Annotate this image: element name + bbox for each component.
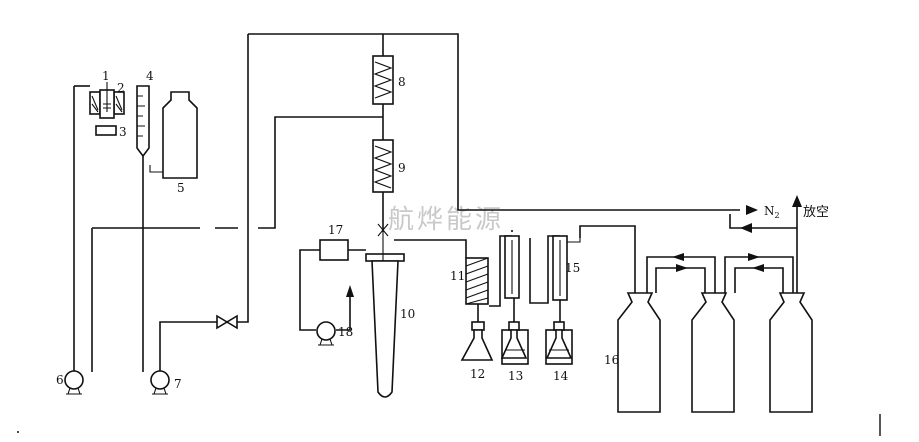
- label-14: 14: [553, 369, 569, 383]
- label-1: 1: [102, 69, 110, 83]
- label-5: 5: [177, 181, 185, 195]
- condenser-9: [372, 139, 394, 193]
- label-2: 2: [117, 81, 125, 95]
- label-9: 9: [398, 161, 406, 175]
- bottle-16c: [769, 292, 813, 413]
- pump-18: [316, 321, 336, 346]
- arrow-pump18-icon: [346, 285, 354, 297]
- label-17: 17: [328, 223, 343, 237]
- label-4: 4: [146, 69, 154, 83]
- stir-plate: [95, 125, 117, 136]
- condenser-8: [372, 55, 394, 105]
- speck-dot: [17, 431, 19, 433]
- flask-12: [460, 321, 494, 361]
- label-16: 16: [604, 353, 619, 367]
- unit-17: [319, 239, 349, 261]
- packed-tube-11: [465, 257, 489, 305]
- burette: [136, 85, 150, 158]
- arrow-return-icon: [740, 223, 752, 233]
- flask-bath-14: [545, 321, 573, 365]
- arrow-n2-icon: [746, 205, 758, 215]
- flask-bath-13: [500, 321, 529, 365]
- bottle-16a: [617, 292, 661, 413]
- valve-icon: [216, 314, 238, 330]
- label-7: 7: [174, 377, 182, 391]
- label-12: 12: [470, 367, 485, 381]
- bottle-16b: [691, 292, 735, 413]
- arrow-bottle-icon: [752, 264, 764, 272]
- vent-label: 放空: [803, 205, 829, 220]
- label-13: 13: [508, 369, 523, 383]
- nitrogen-label: N2: [764, 204, 780, 220]
- pipelines: [73, 33, 798, 372]
- column-tube: [365, 223, 405, 398]
- label-3: 3: [119, 125, 127, 139]
- reservoir-bottle: [149, 91, 198, 179]
- stirred-vessel: [89, 82, 125, 136]
- drying-tube-a: [504, 235, 520, 299]
- pump-7: [150, 370, 170, 395]
- arrow-bottle-icon: [676, 264, 688, 272]
- flow-arrows: [346, 195, 802, 297]
- label-15: 15: [565, 261, 580, 275]
- pump-6: [64, 370, 84, 395]
- arrow-vent-icon: [792, 195, 802, 207]
- stirrer-icon: [103, 82, 111, 112]
- label-11: 11: [450, 269, 465, 283]
- arrow-bottle-icon: [672, 253, 684, 261]
- label-10: 10: [400, 307, 415, 321]
- arrow-bottle-icon: [748, 253, 760, 261]
- label-6: 6: [56, 373, 64, 387]
- component-labels: 1 2 3 4 5 6 7 8 9 10 11 12 13 14 15 16 1…: [56, 69, 619, 391]
- drying-tube-15: [552, 235, 581, 301]
- label-18: 18: [338, 325, 353, 339]
- label-8: 8: [398, 75, 406, 89]
